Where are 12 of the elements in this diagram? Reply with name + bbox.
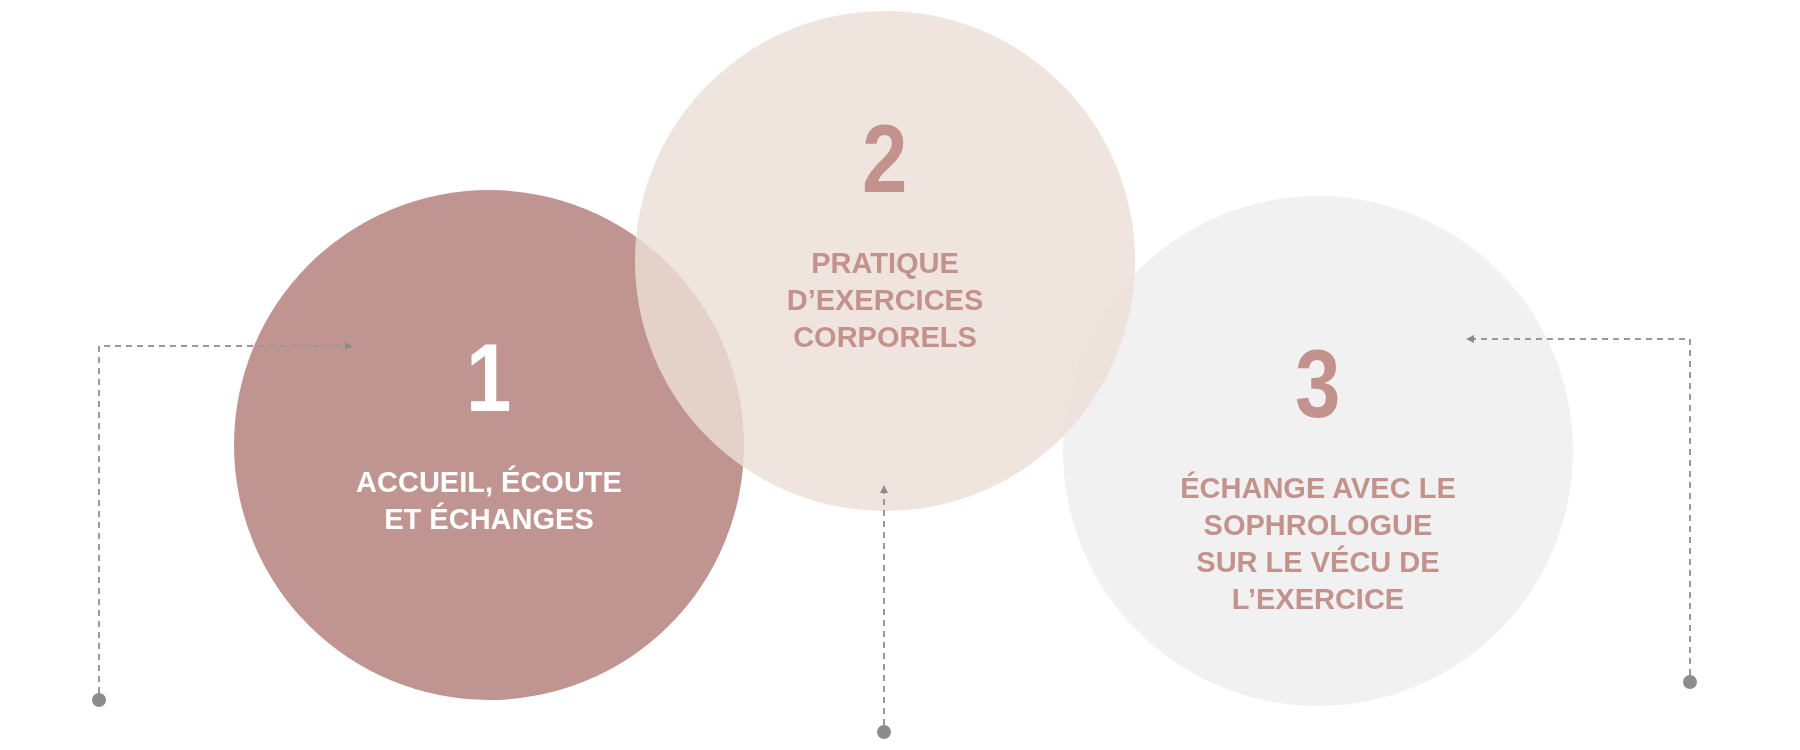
leader-arrow bbox=[98, 342, 353, 694]
dot-marker bbox=[877, 725, 891, 739]
step-description: PRATIQUE D’EXERCICES CORPORELS bbox=[785, 246, 985, 355]
step-number: 3 bbox=[1295, 336, 1341, 432]
step-number: 2 bbox=[862, 111, 908, 207]
leader-arrow bbox=[880, 485, 888, 726]
step-number: 1 bbox=[466, 330, 512, 426]
step-description: ACCUEIL, ÉCOUTE ET ÉCHANGES bbox=[355, 464, 623, 537]
leader-arrow bbox=[1466, 335, 1691, 676]
dot-marker bbox=[1683, 675, 1697, 689]
dot-marker bbox=[92, 693, 106, 707]
step-description: ÉCHANGE AVEC LE SOPHROLOGUE SUR LE VÉCU DE L’EXERCICE bbox=[1179, 470, 1457, 617]
